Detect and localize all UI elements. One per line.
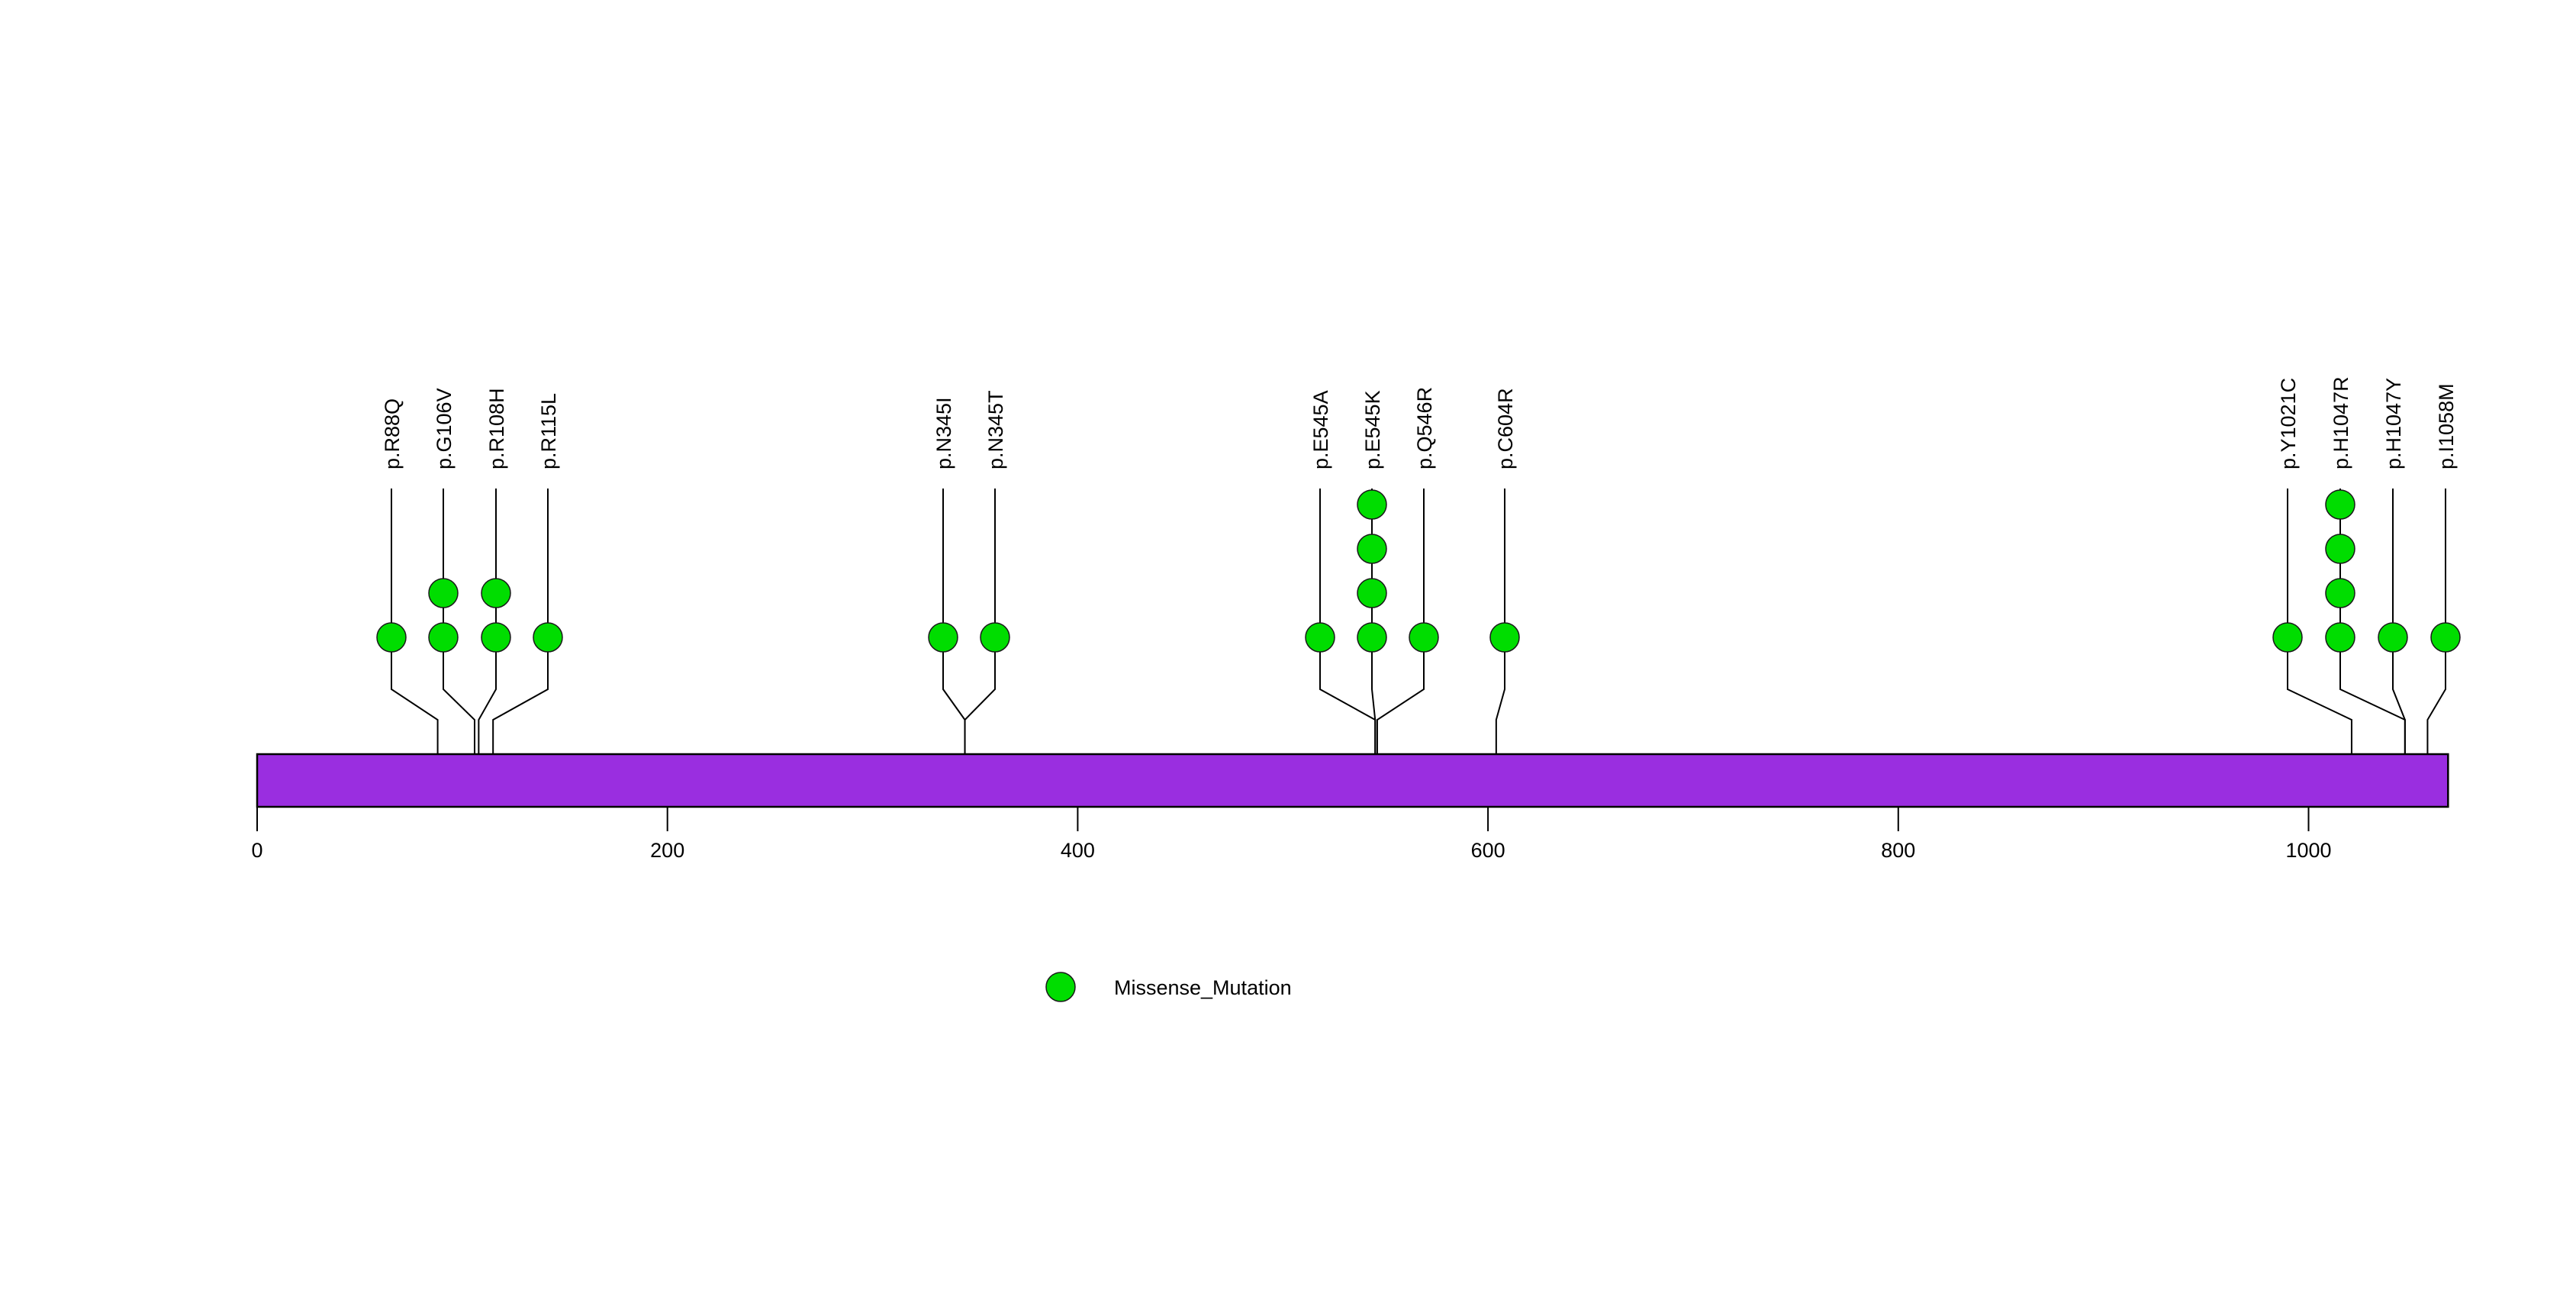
mutation-dot[interactable]	[376, 622, 407, 653]
mutation-label-pN345I: p.N345I	[932, 397, 955, 469]
mutation-dot[interactable]	[481, 578, 511, 608]
legend-marker-icon	[1045, 972, 1076, 1002]
legend-label: Missense_Mutation	[1114, 976, 1292, 999]
mutation-label-pR108H: p.R108H	[485, 388, 508, 469]
mutation-dot[interactable]	[533, 622, 563, 653]
mutation-dot[interactable]	[928, 622, 958, 653]
mutation-label-pH1047R: p.H1047R	[2330, 376, 2352, 469]
axis-tick-label: 200	[650, 839, 684, 862]
mutation-dot[interactable]	[481, 622, 511, 653]
mutation-dot[interactable]	[2325, 578, 2355, 608]
mutation-label-pR115L: p.R115L	[537, 393, 560, 469]
mutation-dot[interactable]	[2272, 622, 2303, 653]
mutation-label-pQ546R: p.Q546R	[1413, 387, 1436, 469]
mutation-dot[interactable]	[2378, 622, 2408, 653]
axis-tick-label: 0	[251, 839, 262, 862]
mutation-label-pR88Q: p.R88Q	[381, 398, 404, 469]
mutation-dot[interactable]	[2325, 534, 2355, 564]
axis-tick-label: 800	[1881, 839, 1915, 862]
axis-tick-label: 1000	[2285, 839, 2331, 862]
x-axis-layer: 0 200 400 600 800 1000	[251, 807, 2332, 862]
mutation-dot[interactable]	[428, 622, 459, 653]
mutation-dot[interactable]	[1357, 489, 1387, 520]
mutation-label-pE545K: p.E545K	[1361, 390, 1384, 469]
mutation-dot[interactable]	[2325, 622, 2355, 653]
mutation-label-pN345T: p.N345T	[984, 390, 1007, 469]
mutation-dot[interactable]	[1357, 534, 1387, 564]
legend-layer: Missense_Mutation	[1045, 972, 1292, 1002]
mutation-labels-layer: p.R88Q p.G106V p.R108H p.R115L p.N345I p.N345…	[381, 376, 2458, 469]
mutation-dot[interactable]	[428, 578, 459, 608]
mutation-dot[interactable]	[2430, 622, 2461, 653]
mutation-dot[interactable]	[1357, 622, 1387, 653]
mutation-label-pC604R: p.C604R	[1494, 388, 1517, 469]
mutation-dot[interactable]	[1409, 622, 1439, 653]
mutation-dot[interactable]	[1357, 578, 1387, 608]
mutation-dot[interactable]	[1489, 622, 1520, 653]
protein-domain-bar	[256, 753, 2449, 808]
protein-domain-bar-layer	[256, 753, 2449, 808]
mutation-dot[interactable]	[2325, 489, 2355, 520]
mutation-dot[interactable]	[1305, 622, 1335, 653]
mutation-label-pE545A: p.E545A	[1309, 390, 1332, 469]
axis-tick-label: 400	[1061, 839, 1095, 862]
mutation-dots-layer	[376, 489, 2461, 653]
mutation-label-pY1021C: p.Y1021C	[2277, 378, 2300, 469]
mutation-dot[interactable]	[980, 622, 1010, 653]
mutation-label-pH1047Y: p.H1047Y	[2382, 378, 2405, 469]
mutation-label-pG106V: p.G106V	[433, 388, 456, 469]
axis-tick-label: 600	[1471, 839, 1505, 862]
mutation-label-pI1058M: p.I1058M	[2435, 383, 2458, 469]
